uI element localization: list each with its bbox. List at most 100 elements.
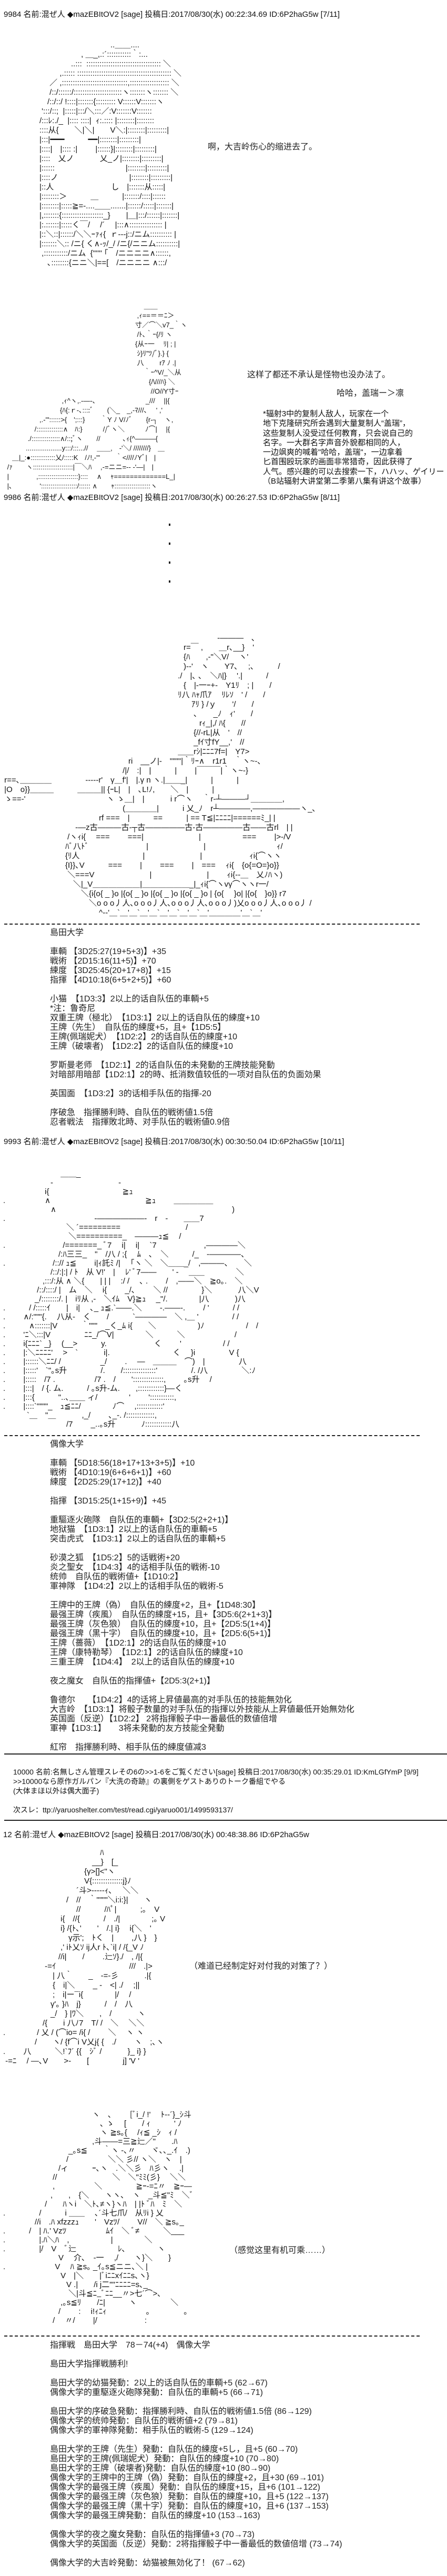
text-line: *辐射3中的复制人敌人，玩家在一个 [263,409,389,418]
text-line [50,985,321,995]
text-line [50,1506,354,1516]
text-line: 英国面 【1D3:2】3的话相手队伍的指揮-20 [50,1089,211,1098]
text-line: （B站辐射大讲堂第二季第八集有讲这个故事） [263,477,426,486]
text-line: 次スレ：ttp://yaruoshelter.com/test/read.cgi… [13,1806,233,1814]
text-line [50,2369,342,2379]
text-line: 王牌（先生） 自队伍的練度+5，且+【1D5:5】 [50,1023,226,1032]
text-line [50,2350,342,2360]
text-line: 島田大学的幼猫発動：2以上的话自队伍的車輌+5 (62→67) [50,2379,268,2388]
text-line [13,1796,419,1805]
post-header-9993: 9993 名前:混ぜ人 ◆mazEBItOV2 [sage] 投稿日:2017/… [4,1137,344,1146]
text-line: 砂漠之狐 【1D5:2】5的话戦術+20 [50,1553,180,1562]
text-line: 偶像大学的最强王牌（灰色狼）発動：自队伍的練度+10，且+5 (122→137) [50,2492,329,2501]
text-line: 夜之魔女 自队伍的指揮値+【2D5:3(2+1)】 [50,1677,215,1686]
text-line: 人气。感兴趣的可以去搜索一下，ハハッ、ゲイリー [263,467,444,476]
text-line: 重驅逐火砲隊 自队伍的車輌+【3D2:5(2+2+1)】 [50,1516,233,1525]
text-line: 指揮 【3D15:25(1+15+9)】+45 [50,1497,167,1506]
dialogue-caption: 啊，大吉岭伤心的缩进去了。 [208,143,318,152]
post-10000: 10000 名前:名無しさん管理スレその6の>>1-6をご覧ください[sage]… [13,1767,419,1815]
text-line: 最强王牌（灰色狼） 自队伍的練度+10，且+【2D5:5(1+4)】 [50,1620,276,1629]
text-line: 練度 【3D25:45(20+17+8)】+15 [50,966,171,975]
ascii-art-character-glasses: ..＿＿.... , ＿_,.:´:::::::::::｀:... ..::: … [39,41,182,267]
text-line: 最强王牌（黒十字） 自队伍的練度+10，且+【2D5:6(5+1)】 [50,1629,276,1638]
text-line [50,1051,321,1061]
thought-caption: （难道已经制定好对付我的对策了？） [189,1962,333,1971]
text-line [50,1667,354,1677]
text-line: 罗斯曼老师 【1D2:1】2的话自队伍的未発動的王牌技能発動 [50,1061,275,1070]
text-line [50,938,321,947]
text-line: 車輌 【5D18:56(18+17+13+3+5)】+10 [50,1459,195,1468]
text-line: 地狱猫 【1D3:1】2以上的话自队伍的車輌+5 [50,1525,217,1534]
text-line: 最强王牌（疾風） 自队伍的練度+15，且+【3D5:6(2+1+3)】 [50,1610,277,1619]
text-line: 突击虎式 【1D3:1】2以上的话自队伍的車輌+5 [50,1535,226,1543]
post-header-9984: 9984 名前:混ぜ人 ◆mazEBItOV2 [sage] 投稿日:2017/… [4,10,340,19]
ascii-art-tank: -――― ､ r=￣ , ＿r､__} ' {ﾊ ,-"＼V/ ヽ' )--' … [4,634,317,917]
text-line: 炎之聖女 【1D4:3】4的话相手队伍的戦術-10 [50,1563,220,1572]
ascii-art-gary-scene: ＿＿ ,ｨ==＝＝ﾆ＞ 寸／⌒＼v7_｀ヽ /ﾄ､｀ｰ{/ﾘ ヽ {从ｰ一 ﾘ|… [7,302,187,490]
text-line: 匕首围殴玩家的画面非常猎奇，因此获得了 [263,457,413,467]
text-line [50,1487,354,1497]
text-line: 島田大学指揮戦勝利! [50,2360,128,2369]
text-line: 一边飒爽的喊着"哈哈，盖瑞"，一边拿着 [263,448,403,457]
text-line [50,1544,354,1553]
text-line: 島田大学 [50,928,84,937]
text-line [50,2398,342,2407]
text-line: 10000 名前:名無しさん管理スレその6の>>1-6をご覧ください[sage]… [13,1768,419,1776]
text-line: 鲁德尔 【1D4:2】4的话将上昇値最高的对手队伍的技能無効化 [50,1696,292,1705]
text-line [50,1449,354,1459]
text-line: 指揮戦 島田大学 78－74(+4) 偶像大学 [50,2341,210,2350]
dashed-divider [4,1435,420,1436]
text-line [50,1686,354,1696]
text-line: 偶像大学的最强王牌発動：自队伍的練度+10 (153→163) [50,2511,260,2520]
ascii-art-idol-group: ＿＿_ - - i{ ≧ｭ . ∧ ≧ｭ ＿＿＿＿＿ ∧ ) . -――――――… [3,1169,259,1429]
ellipsis-dot [169,562,170,564]
text-line: 戦術 【4D10:19(6+6+6+1)】+60 [50,1468,171,1477]
text-line: 王牌（康特勒琴） 【1D2:1】2的话自队伍的練度+10 [50,1648,243,1657]
dashed-divider [4,2336,420,2337]
ascii-art-commander: ヽ ､ [ﾞi_/ !' ﾄ--´}_ｼ斗 ､ ゝ [ / ｨ ' ﾉ ヽ ≧s… [3,2110,194,2325]
text-line: 対暗部用暗部【1D2:1】2的時、抵消数值较低的一项对自队伍的负面効果 [50,1070,321,1079]
text-line: 王牌(佩瑞妮犬） 【1D2:2】2的话自队伍的練度+10 [50,1033,238,1041]
post-divider [4,1753,447,1755]
text-line: 島田大学的王牌（先生）発動：自队伍的練度+5し，且+5 (60→70) [50,2445,298,2454]
text-line: 英国面（反逆）【1D2:2】 2将指揮骰子中一番最低的数値倍增 [50,1715,278,1723]
text-line [50,2521,342,2530]
post-header-9986: 9986 名前:混ぜ人 ◆mazEBItOV2 [sage] 投稿日:2017/… [4,493,340,502]
text-line: 偶像大学的大吉岭発動：幼猫被無効化了！ (67→62) [50,2559,245,2568]
text-line [50,1099,321,1108]
translator-note: *辐射3中的复制人敌人，玩家在一个地下克隆研究所会遇到大量复制人“盖瑞”，这些复… [263,409,444,486]
text-line: 島田大学的序破急発動：指揮勝利時、自队伍的戦術値1.5倍 (86→129) [50,2407,312,2416]
text-line [50,1733,354,1743]
text-line [50,2549,342,2559]
ellipsis-dot [169,524,170,526]
text-line: >>10000なら原作ガルパン『大洗の奇跡』の裏側をゲストありのトーク番組でやる [13,1777,286,1786]
text-line [50,1080,321,1089]
post-header-12: 12 名前:混ぜ人 ◆mazEBItOV2 [sage] 投稿日:2017/08… [3,1830,309,1839]
text-line: 王牌（破壊者) 【1D2:2】2的话自队伍的練度+10 [50,1042,233,1051]
text-line: 地下克隆研究所会遇到大量复制人“盖瑞”， [263,419,410,428]
text-line: 車輌 【3D25:27(19+5+3)】+35 [50,947,167,956]
text-line: 双重王牌（極北） 【1D3:1】2以上的话自队伍的練度+10 [50,1014,260,1023]
text-line: 偶像大学的軍神隊発動：相手队伍的戦術-5 (129→124) [50,2426,253,2435]
text-line: 偶像大学的夜之魔女発動：自队伍的指揮値+3 (70→73) [50,2530,255,2539]
text-line: 名字。一大群名字声音外貌都相同的人， [263,438,405,447]
text-line: *注：鲁奇尼 [50,1004,96,1013]
text-line [50,2435,342,2445]
text-line: (大体まほ以外は偶大面子) [13,1787,99,1795]
text-line: 统帅 自队伍的戦術値+【1D10:2】 [50,1572,183,1581]
text-line: 王牌中的王牌（偽） 自队伍的練度+2，且+【1D48:30】 [50,1601,261,1610]
text-line: 偶像大学的王牌中的王牌（偽）発動：自队伍的練度+2，且+30 (69→101) [50,2473,324,2482]
text-line: 忍者戦法 指揮敗北時、对手队伍的戦術値0.9倍 [50,1118,230,1127]
dialogue-caption: 这样了都还不承认是怪物也没办法了。 [247,370,391,379]
text-line: 島田大学的王牌（破壊者)発動：自队伍的練度+10 (80→90) [50,2464,271,2473]
text-line: 指揮 【4D10:18(6+5+2+5)】+60 [50,976,171,985]
text-line: 偶像大学的最强王牌（黒十字）発動：自队伍的練度+10，且+6 (137→153) [50,2502,329,2511]
text-line: 戦術 【2D15:16(11+5)】+70 [50,957,156,966]
text-line: 这些复制人没受过任何教育，只会说自己的 [263,428,413,438]
text-line: 大吉岭 【1D3:1】将骰子数量的对手队伍的指揮以外技能从上昇値最低开始無効化 [50,1705,354,1714]
text-line: 紅帘 指揮勝利時、相手队伍的練度値减3 [50,1743,206,1752]
text-line: 軍神【1D3:1】 3将未発動的友方技能全発動 [50,1724,225,1733]
text-line: 小猫 【1D3:3】2以上的话自队伍的車輌+5 [50,995,209,1004]
